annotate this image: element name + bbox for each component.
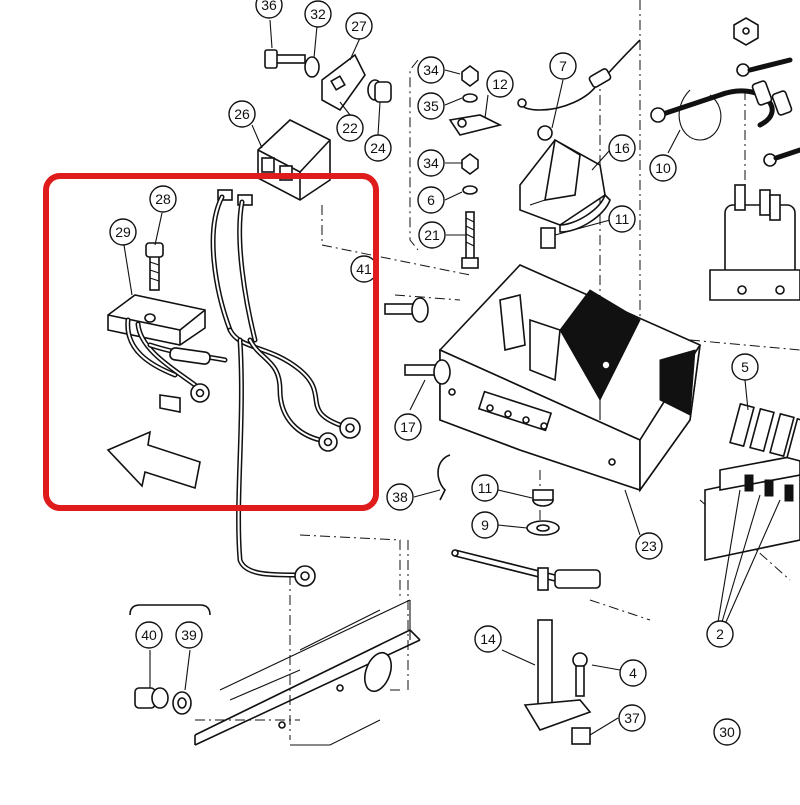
top-right-cable [650,17,800,167]
callout-40: 40 [135,621,163,649]
svg-text:41: 41 [356,261,372,277]
callout-11-bottom: 11 [471,474,499,502]
frame-plate [194,599,421,746]
callout-35: 35 [417,92,445,120]
svg-text:27: 27 [351,18,367,34]
svg-text:4: 4 [629,665,637,681]
svg-text:28: 28 [155,191,171,207]
svg-text:32: 32 [310,6,326,22]
svg-text:9: 9 [481,517,489,533]
relay-and-harness [106,119,361,587]
svg-text:17: 17 [400,419,416,435]
callout-22: 22 [336,114,364,142]
top-left-hardware [264,49,392,112]
controller-box [439,264,701,493]
svg-text:14: 14 [480,631,496,647]
callout-34-bottom: 34 [417,149,445,177]
svg-text:37: 37 [624,710,640,726]
callout-39: 39 [175,621,203,649]
fuse-block [704,402,800,561]
svg-text:10: 10 [655,160,671,176]
callout-34-top: 34 [417,56,445,84]
svg-text:11: 11 [615,211,630,227]
svg-text:39: 39 [181,627,197,643]
svg-text:29: 29 [115,224,131,240]
callout-11-top: 11 [608,205,636,233]
svg-text:30: 30 [719,724,735,740]
callout-36: 36 [255,0,283,19]
svg-text:6: 6 [427,192,435,208]
solenoid [709,184,800,301]
clip-and-spacers [437,454,560,536]
callout-5: 5 [731,353,759,381]
callout-29: 29 [109,218,137,246]
svg-text:35: 35 [423,98,439,114]
svg-text:7: 7 [559,58,567,74]
hardware-stack [448,65,503,269]
callout-30: 30 [713,718,741,746]
svg-text:40: 40 [141,627,157,643]
svg-text:36: 36 [261,0,277,13]
svg-text:22: 22 [342,120,358,136]
callout-23: 23 [635,532,663,560]
callout-7: 7 [549,52,577,80]
callout-27: 27 [345,12,373,40]
callout-17: 17 [394,413,422,441]
callout-2: 2 [706,620,734,648]
callout-24: 24 [364,134,392,162]
callout-37: 37 [618,704,646,732]
svg-text:12: 12 [492,76,508,92]
svg-text:16: 16 [614,140,630,156]
callout-16: 16 [608,134,636,162]
svg-text:34: 34 [423,155,439,171]
svg-text:21: 21 [424,227,440,243]
callout-9: 9 [471,511,499,539]
svg-text:24: 24 [370,140,386,156]
callout-10: 10 [649,154,677,182]
svg-text:2: 2 [716,626,724,642]
pedal-shaft [451,549,601,745]
callout-28: 28 [149,185,177,213]
svg-text:38: 38 [392,489,408,505]
bolts [384,297,451,385]
callout-6: 6 [417,186,445,214]
callout-12: 12 [486,70,514,98]
callout-32: 32 [304,0,332,28]
callout-21: 21 [418,221,446,249]
svg-text:26: 26 [234,106,250,122]
svg-text:34: 34 [423,62,439,78]
svg-text:5: 5 [741,359,749,375]
callout-38: 38 [386,483,414,511]
svg-text:23: 23 [641,538,657,554]
nut-and-washer [129,604,211,715]
potentiometer-gear [517,39,641,249]
svg-text:11: 11 [478,480,493,496]
callout-4: 4 [619,659,647,687]
leader-lines [123,19,781,736]
callout-14: 14 [474,625,502,653]
callout-26: 26 [228,100,256,128]
highlight-box [43,173,379,511]
